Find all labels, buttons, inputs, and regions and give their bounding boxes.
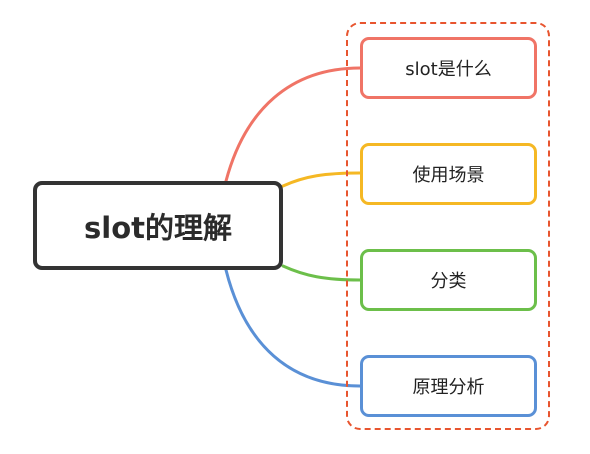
root-topic-label: slot的理解 (84, 210, 232, 245)
connector-use-cases (281, 171, 362, 188)
branch-node-use-cases[interactable]: 使用场景 (360, 143, 537, 205)
branch-node-slot-what[interactable]: slot是什么 (360, 37, 537, 99)
branch-node-principle[interactable]: 原理分析 (360, 355, 537, 417)
branch-label-use-cases: 使用场景 (412, 165, 485, 186)
connector-principle (224, 268, 362, 388)
connector-slot-what (224, 66, 362, 183)
branch-node-categories[interactable]: 分类 (360, 249, 537, 311)
branch-label-principle: 原理分析 (412, 377, 485, 398)
connector-categories (281, 264, 362, 282)
root-topic[interactable]: slot的理解 (33, 181, 283, 270)
branch-label-categories: 分类 (430, 271, 467, 292)
branch-label-slot-what: slot是什么 (405, 59, 492, 80)
branch-group-frame (346, 22, 550, 430)
